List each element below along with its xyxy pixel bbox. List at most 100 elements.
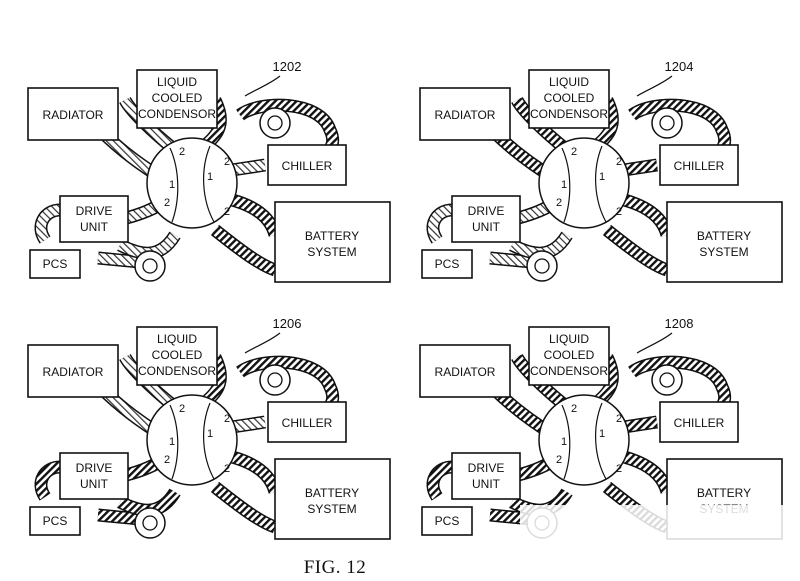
port-number: 2	[571, 146, 577, 158]
port-number: 2	[224, 156, 230, 168]
chiller-box	[659, 144, 739, 186]
reference-number: 1208	[665, 316, 694, 331]
panel-1206: 212212RADIATORLIQUIDCOOLEDCONDENSORCHILL…	[27, 316, 391, 540]
pcs-label: PCS	[43, 514, 68, 528]
port-number: 1	[561, 179, 567, 191]
radiator-label: RADIATOR	[435, 108, 496, 122]
battery-box	[274, 201, 391, 283]
port-number: 2	[179, 146, 185, 158]
port-number: 2	[224, 206, 230, 218]
pipe-battery-bottom-hatch	[603, 226, 669, 275]
valve-channel-left	[169, 147, 179, 223]
condensor-box	[136, 69, 218, 129]
valve-channel-left	[561, 404, 571, 480]
port-number: 1	[561, 436, 567, 448]
port-number: 1	[207, 428, 213, 440]
pipe-drive-left-hatch	[36, 205, 61, 243]
valve-channel-right	[203, 402, 215, 480]
valve-channel-left	[169, 404, 179, 480]
drive-unit-box	[59, 452, 129, 500]
valve-body	[146, 394, 238, 486]
port-number: 2	[556, 197, 562, 209]
chiller-box	[659, 401, 739, 443]
port-number: 2	[179, 403, 185, 415]
pipe-drive-left-hatch	[36, 462, 61, 500]
reference-leader	[244, 75, 281, 97]
battery-label-1: BATTERY	[697, 229, 751, 243]
port-number: 2	[556, 454, 562, 466]
radiator-box	[419, 344, 511, 398]
condensor-label-2: COOLED	[544, 91, 595, 105]
reference-number: 1206	[273, 316, 302, 331]
pipe-chiller-hatch	[623, 417, 658, 432]
port-number: 2	[616, 156, 622, 168]
condensor-label-1: LIQUID	[157, 332, 197, 346]
port-number: 2	[164, 454, 170, 466]
condensor-box	[136, 326, 218, 386]
pcs-label: PCS	[435, 257, 460, 271]
battery-box	[274, 458, 391, 540]
drive-label-2: UNIT	[80, 220, 109, 234]
battery-label-2: SYSTEM	[699, 245, 748, 259]
port-number: 2	[616, 206, 622, 218]
port-number: 2	[616, 413, 622, 425]
drive-label-2: UNIT	[472, 477, 501, 491]
pipe-chiller-hatch	[231, 160, 266, 175]
pipe-drive-left-hatch	[428, 205, 453, 243]
drive-label-1: DRIVE	[76, 461, 113, 475]
chiller-label: CHILLER	[674, 416, 725, 430]
pcs-box	[421, 506, 473, 536]
condensor-label-2: COOLED	[544, 348, 595, 362]
drive-label-1: DRIVE	[76, 204, 113, 218]
panel-1204: 212212RADIATORLIQUIDCOOLEDCONDENSORCHILL…	[419, 59, 783, 283]
chiller-label: CHILLER	[282, 416, 333, 430]
pcs-box	[29, 506, 81, 536]
radiator-box	[27, 87, 119, 141]
battery-label-1: BATTERY	[697, 486, 751, 500]
reference-leader	[244, 332, 281, 354]
pipe-battery-bottom-hatch	[211, 226, 277, 275]
condensor-box	[528, 326, 610, 386]
drive-label-1: DRIVE	[468, 204, 505, 218]
valve-body	[146, 137, 238, 229]
battery-label-1: BATTERY	[305, 229, 359, 243]
chiller-label: CHILLER	[282, 159, 333, 173]
condensor-box	[528, 69, 610, 129]
condensor-label-1: LIQUID	[549, 332, 589, 346]
radiator-label: RADIATOR	[43, 365, 104, 379]
drive-label-2: UNIT	[472, 220, 501, 234]
battery-label-2: SYSTEM	[307, 245, 356, 259]
port-number: 2	[224, 413, 230, 425]
pump-top-core	[267, 115, 283, 131]
pipe-chiller-hatch	[231, 417, 266, 432]
pump-top-core	[267, 372, 283, 388]
pump-top-core	[659, 372, 675, 388]
port-number: 2	[571, 403, 577, 415]
reference-leader	[636, 332, 673, 354]
radiator-label: RADIATOR	[43, 108, 104, 122]
chiller-box	[267, 144, 347, 186]
port-number: 2	[164, 197, 170, 209]
radiator-box	[27, 344, 119, 398]
port-number: 1	[169, 179, 175, 191]
valve-body	[538, 137, 630, 229]
reference-number: 1202	[273, 59, 302, 74]
pump-top-core	[659, 115, 675, 131]
chiller-box	[267, 401, 347, 443]
drive-unit-box	[451, 452, 521, 500]
pump-bottom-core	[142, 258, 158, 274]
condensor-label-3: CONDENSOR	[138, 364, 216, 378]
drive-unit-box	[451, 195, 521, 243]
pipe-pcs-hatch	[97, 253, 141, 267]
drive-unit-box	[59, 195, 129, 243]
condensor-label-3: CONDENSOR	[530, 364, 608, 378]
valve-channel-left	[561, 147, 571, 223]
battery-box	[666, 201, 783, 283]
drive-label-1: DRIVE	[468, 461, 505, 475]
pcs-box	[29, 249, 81, 279]
panel-1202: 212212RADIATORLIQUIDCOOLEDCONDENSORCHILL…	[27, 59, 391, 283]
reference-number: 1204	[665, 59, 694, 74]
pump-bottom-core	[534, 258, 550, 274]
pcs-box	[421, 249, 473, 279]
